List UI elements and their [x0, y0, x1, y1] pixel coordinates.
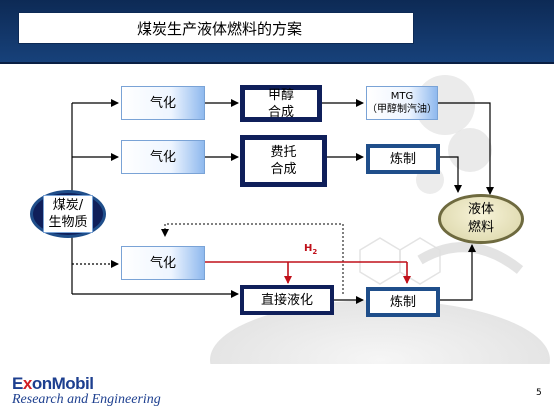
- node-refine-2: 炼制: [366, 287, 440, 317]
- node-liquid-fuel: 液体燃料: [438, 194, 524, 244]
- exxonmobil-logo: ExonMobil Research and Engineering: [12, 374, 161, 408]
- node-direct-liquefaction: 直接液化: [240, 285, 334, 315]
- logo-wordmark: ExonMobil: [12, 374, 94, 393]
- title-box: 煤炭生产液体燃料的方案: [18, 12, 414, 44]
- banner-divider: [0, 62, 554, 64]
- node-methanol-synthesis-label: 甲醇合成: [267, 87, 294, 120]
- page-title: 煤炭生产液体燃料的方案: [137, 20, 303, 38]
- node-methanol-synthesis: 甲醇合成: [240, 85, 322, 122]
- title-banner: 煤炭生产液体燃料的方案: [0, 0, 554, 62]
- node-mtg-label: MTG（甲醇制汽油）: [367, 91, 437, 115]
- node-gasify-1: 气化: [121, 86, 205, 120]
- logo-subtitle: Research and Engineering: [12, 392, 161, 407]
- node-refine-2-label: 炼制: [389, 294, 416, 310]
- h2-label: H2: [304, 243, 318, 256]
- node-direct-liquefaction-label: 直接液化: [260, 292, 313, 308]
- node-refine-1: 炼制: [366, 144, 440, 174]
- dotted-recycle-line: [161, 223, 344, 294]
- arrow-refine2-fuel: [440, 244, 476, 301]
- node-gasify-2-label: 气化: [149, 149, 176, 165]
- arrow-mtg-fuel: [438, 102, 494, 195]
- node-gasify-3-label: 气化: [149, 255, 176, 271]
- node-ft-synthesis-label: 费托合成: [270, 145, 297, 177]
- arrow-refine1-fuel: [440, 156, 462, 193]
- node-ft-synthesis: 费托合成: [240, 135, 327, 187]
- source-label-box: 煤炭/生物质: [43, 195, 93, 233]
- node-liquid-fuel-label: 液体燃料: [467, 202, 494, 235]
- node-refine-1-label: 炼制: [389, 151, 416, 167]
- node-gasify-3: 气化: [121, 246, 205, 280]
- node-source-coal: 煤炭/生物质: [30, 190, 106, 238]
- node-gasify-1-label: 气化: [149, 95, 176, 111]
- node-gasify-2: 气化: [121, 140, 205, 174]
- page-number: 5: [536, 388, 542, 398]
- node-mtg: MTG（甲醇制汽油）: [366, 86, 438, 120]
